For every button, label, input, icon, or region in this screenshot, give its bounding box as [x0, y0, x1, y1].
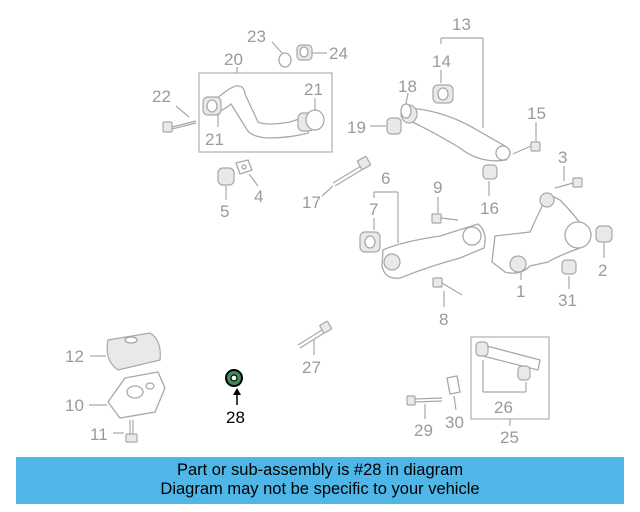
callout-28: 28 [226, 408, 245, 427]
callout-3: 3 [558, 148, 567, 167]
part-1-knuckle [491, 192, 592, 274]
part-9-bolt [431, 213, 459, 224]
callout-26: 26 [494, 398, 513, 417]
part-26-link [475, 341, 541, 381]
callout-1: 1 [516, 282, 525, 301]
part-15-bolt [512, 141, 541, 155]
callout-6: 6 [381, 169, 390, 188]
callout-18: 18 [398, 77, 417, 96]
callout-17: 17 [302, 193, 321, 212]
part-11-bolt [125, 420, 138, 443]
part-7-bushing [359, 231, 381, 253]
callout-9: 9 [433, 178, 442, 197]
part-2-bushing [595, 225, 613, 243]
part-4-bracket [235, 159, 253, 175]
callout-31: 31 [558, 291, 577, 310]
part-info-banner: Part or sub-assembly is #28 in diagram D… [16, 457, 624, 504]
part-18-washer [400, 103, 412, 119]
part-17-bolt [332, 155, 372, 187]
callout-22: 22 [152, 87, 171, 106]
callout-16: 16 [480, 199, 499, 218]
callout-2: 2 [598, 261, 607, 280]
callout-5: 5 [220, 202, 229, 221]
banner-line-disclaimer: Diagram may not be specific to your vehi… [160, 480, 480, 498]
part-29-bolt [406, 395, 443, 406]
part-8-bolt [432, 277, 463, 296]
part-10-mount [107, 371, 166, 419]
part-3-bolt [554, 177, 583, 189]
callout-30: 30 [445, 413, 464, 432]
callout-8: 8 [439, 310, 448, 329]
callout-13: 13 [452, 15, 471, 34]
callout-4: 4 [254, 187, 263, 206]
group-box-20 [198, 72, 333, 153]
part-31-nut [561, 259, 577, 275]
callout-25: 25 [500, 428, 519, 447]
callout-11: 11 [90, 425, 108, 444]
callout-19: 19 [347, 118, 366, 137]
part-30-bracket [446, 375, 461, 395]
callout-10: 10 [65, 396, 84, 415]
callout-14: 14 [432, 52, 451, 71]
callout-24: 24 [329, 44, 348, 63]
part-13-trailing-arm [400, 104, 511, 162]
part-23-washer [278, 52, 292, 68]
callout-29: 29 [414, 421, 433, 440]
callout-15: 15 [527, 104, 546, 123]
part-22-bolt [162, 120, 197, 133]
callout-20: 20 [224, 50, 243, 69]
callout-12: 12 [65, 347, 84, 366]
callout-27: 27 [302, 358, 321, 377]
part-5-bushing [217, 167, 235, 186]
part-6-lower-arm [381, 223, 486, 279]
banner-line-part: Part or sub-assembly is #28 in diagram [176, 461, 464, 479]
part-16-nut [482, 164, 498, 180]
part-19-bushing [386, 117, 402, 135]
part-28-nut-highlighted [225, 369, 243, 387]
part-20-control-arm [202, 85, 325, 139]
callout-21: 21 [205, 130, 224, 149]
callout-23: 23 [247, 27, 266, 46]
part-14-bushing [432, 84, 454, 104]
callout-7: 7 [369, 200, 378, 219]
part-27-bolt [297, 320, 333, 349]
part-12-mount-cover [106, 332, 161, 371]
callout-21b: 21 [304, 80, 323, 99]
